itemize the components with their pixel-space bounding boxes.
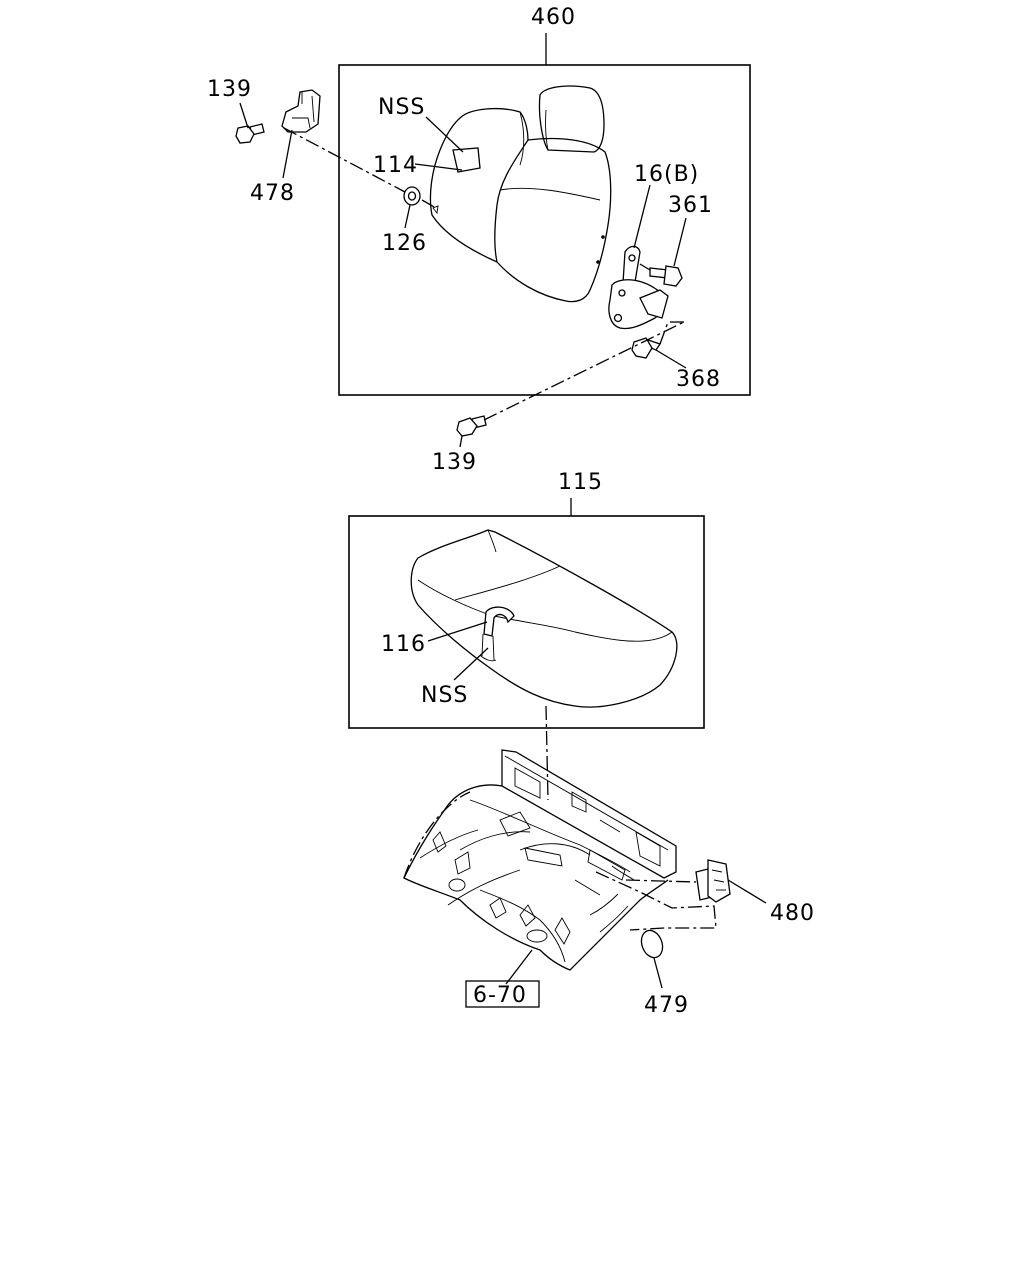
label-139-top: 139 [207, 77, 252, 102]
connect-126-back [421, 199, 437, 209]
bolt-368 [631, 321, 669, 359]
bolt-361 [639, 263, 683, 287]
label-115: 115 [558, 470, 603, 495]
hinge-bracket-478 [281, 89, 321, 133]
label-478: 478 [250, 181, 295, 206]
connect-478-126 [283, 127, 406, 193]
label-368: 368 [676, 367, 721, 392]
label-126: 126 [382, 231, 427, 256]
label-480: 480 [770, 901, 815, 926]
leader-479 [653, 957, 663, 989]
label-nss-bottom: NSS [421, 683, 468, 708]
leader-116 [427, 621, 488, 642]
label-nss-top: NSS [378, 95, 425, 120]
connect-cushion-floor [545, 705, 549, 801]
seat-back-cushion [429, 85, 612, 303]
plug-479 [640, 929, 664, 959]
seat-cushion-frame-box [348, 515, 705, 729]
label-114: 114 [373, 153, 418, 178]
connect-floor-480 [625, 879, 697, 883]
seat-back-assembly [338, 33, 751, 396]
bolt-139-top [235, 123, 265, 144]
connect-139-bracket [483, 321, 685, 421]
ref-box-6-70 [465, 980, 540, 1008]
upper-leaders [239, 102, 687, 448]
label-16b: 16(B) [634, 162, 699, 187]
label-116: 116 [381, 632, 426, 657]
label-6-70: 6-70 [473, 983, 527, 1008]
leader-nss-bottom [453, 647, 489, 681]
seat-cushion [410, 529, 678, 708]
seat-back-frame-box [338, 64, 751, 396]
label-479: 479 [644, 993, 689, 1018]
bolt-139-bottom [456, 415, 487, 437]
label-460: 460 [531, 5, 576, 30]
bracket-480 [695, 859, 731, 903]
recliner-bracket [608, 245, 669, 330]
label-139-bottom: 139 [432, 450, 477, 475]
label-361: 361 [668, 193, 713, 218]
seat-cushion-assembly [348, 498, 705, 729]
leader-480 [727, 879, 767, 904]
connect-floor-480-479 [595, 871, 717, 931]
floor-panel [403, 749, 677, 971]
washer-126 [403, 186, 421, 206]
leader-6-70 [505, 949, 533, 985]
